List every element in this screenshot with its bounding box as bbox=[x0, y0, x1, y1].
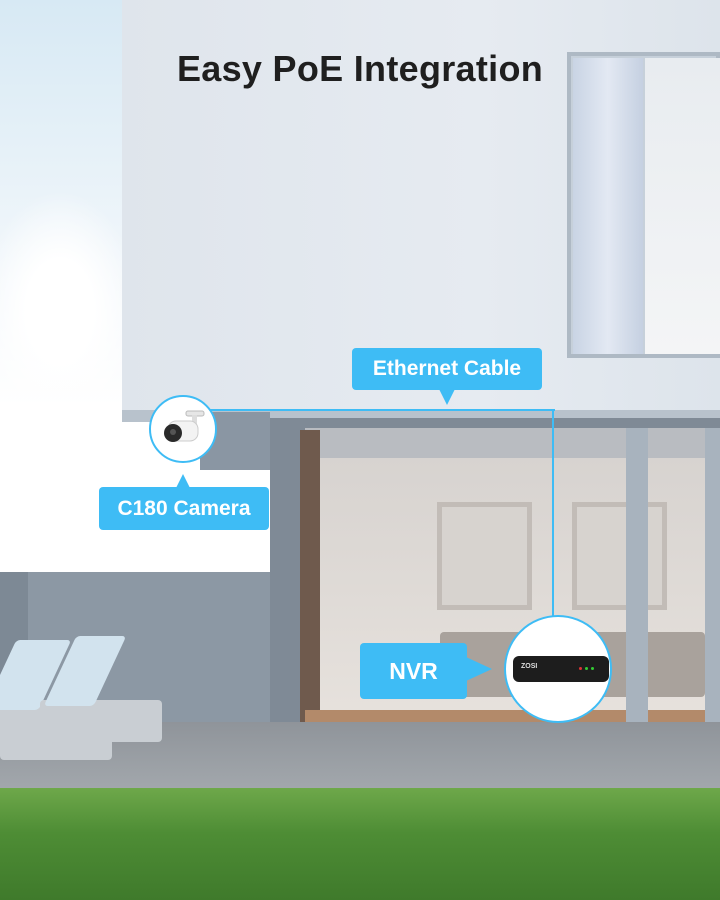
ethernet-cable-line bbox=[210, 409, 555, 411]
nvr-label: NVR bbox=[360, 643, 467, 699]
ethernet-cable-label: Ethernet Cable bbox=[352, 348, 542, 390]
bullet-camera-icon bbox=[164, 410, 205, 442]
label-pointer bbox=[439, 389, 455, 405]
nvr-circle: ZOSI bbox=[504, 615, 612, 723]
led-icon bbox=[585, 667, 588, 670]
nvr-brand: ZOSI bbox=[521, 663, 538, 670]
door-frame bbox=[300, 430, 320, 725]
cloud bbox=[0, 190, 140, 390]
nvr-device-icon: ZOSI bbox=[513, 656, 609, 682]
page-title: Easy PoE Integration bbox=[176, 48, 544, 89]
camera-circle bbox=[149, 395, 217, 463]
camera-label: C180 Camera bbox=[99, 487, 269, 530]
lawn bbox=[0, 788, 720, 900]
wall-picture bbox=[572, 502, 667, 610]
glass-pillar bbox=[626, 428, 648, 728]
led-icon bbox=[579, 667, 582, 670]
curtain bbox=[573, 58, 643, 354]
glass-pillar bbox=[705, 428, 720, 728]
ethernet-cable-line bbox=[552, 409, 554, 617]
wall-picture bbox=[437, 502, 532, 610]
led-icon bbox=[591, 667, 594, 670]
lounger-base bbox=[40, 700, 162, 742]
window-pane bbox=[645, 58, 720, 354]
label-pointer bbox=[176, 474, 190, 488]
room-ceiling bbox=[305, 428, 720, 458]
label-pointer bbox=[466, 657, 492, 681]
